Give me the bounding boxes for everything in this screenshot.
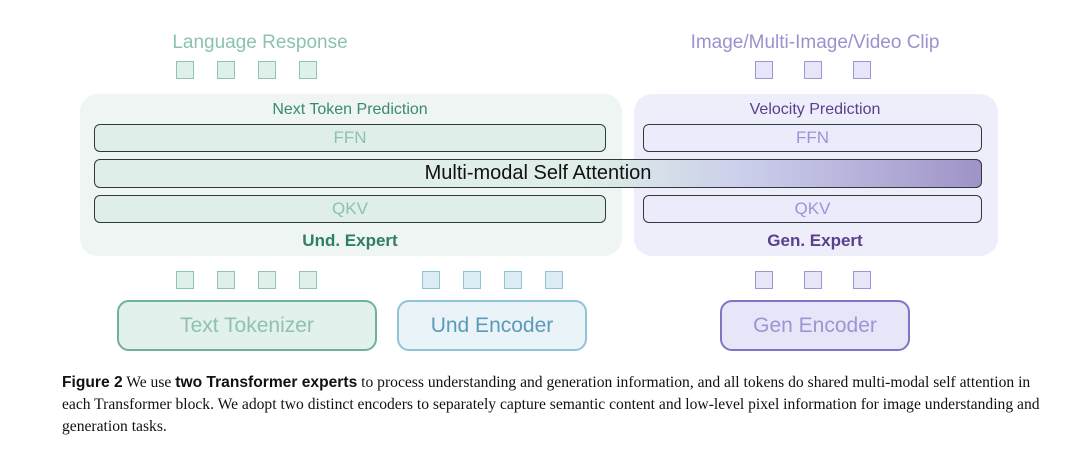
image-token	[804, 61, 822, 79]
gen-token	[853, 271, 871, 289]
image-clip-label: Image/Multi-Image/Video Clip	[690, 32, 940, 53]
image-token	[853, 61, 871, 79]
next-token-prediction-label: Next Token Prediction	[272, 101, 428, 118]
und-token	[463, 271, 481, 289]
gen-encoder-box: Gen Encoder	[720, 300, 910, 351]
und-token	[504, 271, 522, 289]
und-expert-label: Und. Expert	[302, 231, 398, 250]
text-token	[176, 61, 194, 79]
figure-caption: Figure 2 We use two Transformer experts …	[62, 372, 1042, 438]
und-encoder-box: Und Encoder	[397, 300, 587, 351]
text-token	[299, 61, 317, 79]
gen-token	[755, 271, 773, 289]
text-token	[176, 271, 194, 289]
text-tokenizer-box: Text Tokenizer	[117, 300, 377, 351]
gen-ffn-block: FFN	[643, 124, 982, 152]
text-token	[258, 271, 276, 289]
language-response-label: Language Response	[172, 32, 348, 53]
caption-text: We use	[122, 374, 176, 391]
und-token	[422, 271, 440, 289]
text-token	[258, 61, 276, 79]
gen-qkv-block: QKV	[643, 195, 982, 223]
multimodal-self-attention-block: Multi-modal Self Attention	[94, 159, 982, 188]
text-token	[299, 271, 317, 289]
und-token	[545, 271, 563, 289]
figure-number: Figure 2	[62, 374, 123, 391]
text-token	[217, 271, 235, 289]
und-ffn-block: FFN	[94, 124, 606, 152]
caption-emphasis: two Transformer experts	[175, 374, 358, 391]
gen-token	[804, 271, 822, 289]
caption-text: to process understanding and generation …	[62, 374, 1040, 435]
gen-expert-label: Gen. Expert	[767, 231, 863, 250]
image-token	[755, 61, 773, 79]
velocity-prediction-label: Velocity Prediction	[749, 101, 881, 118]
und-qkv-block: QKV	[94, 195, 606, 223]
text-token	[217, 61, 235, 79]
